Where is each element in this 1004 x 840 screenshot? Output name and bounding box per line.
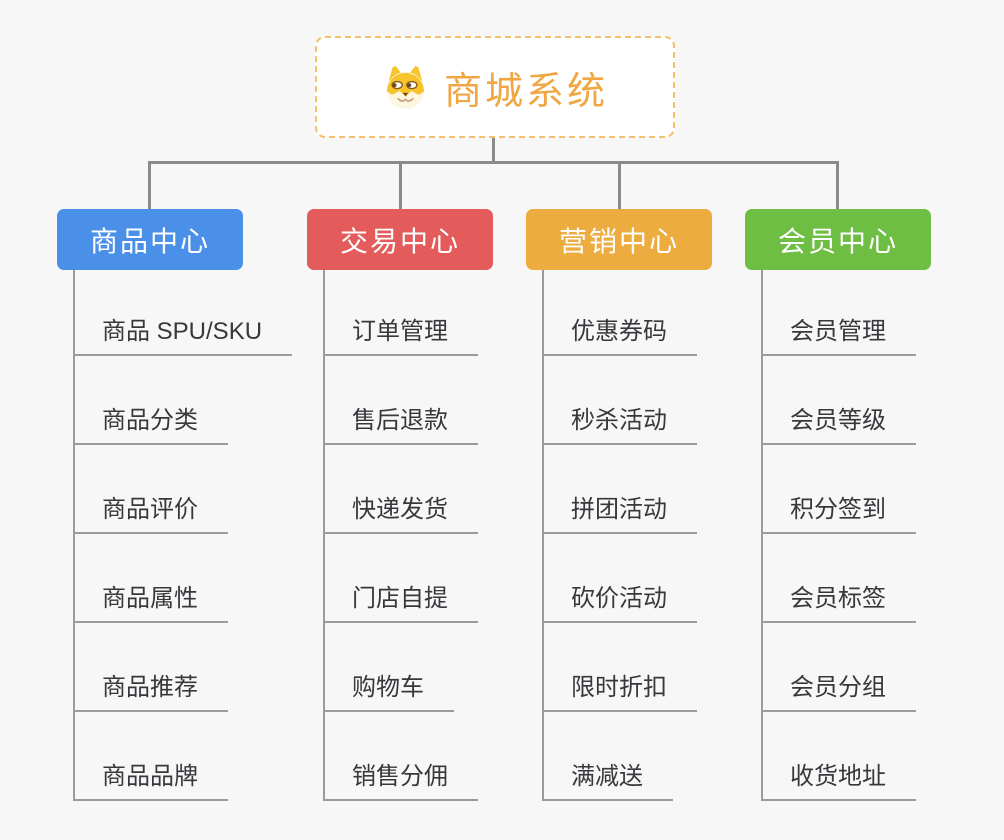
leaf-node[interactable]: 购物车: [323, 672, 454, 712]
branch-node-product[interactable]: 商品中心: [57, 209, 243, 270]
leaf-node[interactable]: 砍价活动: [542, 583, 697, 623]
leaf-node[interactable]: 商品分类: [73, 405, 228, 445]
leaf-node[interactable]: 满减送: [542, 761, 673, 801]
branch-column-member: 会员中心 会员管理会员等级积分签到会员标签会员分组收货地址: [745, 209, 995, 840]
leaf-node[interactable]: 商品品牌: [73, 761, 228, 801]
leaf-node[interactable]: 会员管理: [761, 316, 916, 356]
leaf-node[interactable]: 限时折扣: [542, 672, 697, 712]
leaf-node[interactable]: 商品评价: [73, 494, 228, 534]
leaf-node[interactable]: 会员标签: [761, 583, 916, 623]
branch-column-trade: 交易中心 订单管理售后退款快递发货门店自提购物车销售分佣: [307, 209, 557, 840]
branch-column-marketing: 营销中心 优惠券码秒杀活动拼团活动砍价活动限时折扣满减送: [526, 209, 776, 840]
leaf-node[interactable]: 商品推荐: [73, 672, 228, 712]
branch-line: [761, 270, 763, 801]
branch-line: [73, 270, 75, 801]
connector-root-stem: [492, 138, 495, 163]
leaf-node[interactable]: 收货地址: [761, 761, 916, 801]
branch-label: 交易中心: [339, 225, 460, 257]
root-title: 商城系统: [443, 70, 608, 113]
leaf-node[interactable]: 商品 SPU/SKU: [73, 316, 293, 356]
branch-node-trade[interactable]: 交易中心: [307, 209, 493, 270]
leaf-node[interactable]: 拼团活动: [542, 494, 697, 534]
branch-label: 会员中心: [777, 225, 898, 257]
branch-node-member[interactable]: 会员中心: [745, 209, 931, 270]
branch-column-product: 商品中心 商品 SPU/SKU 商品分类商品评价商品属性商品推荐商品品牌: [57, 209, 307, 840]
connector-horizontal-bar: [148, 161, 839, 164]
leaf-node[interactable]: 秒杀活动: [542, 405, 697, 445]
leaf-node[interactable]: 快递发货: [323, 494, 478, 534]
branch-label: 商品中心: [89, 225, 210, 257]
leaf-node[interactable]: 售后退款: [323, 405, 478, 445]
branch-label: 营销中心: [558, 225, 679, 257]
leaf-node[interactable]: 优惠券码: [542, 316, 697, 356]
leaf-node[interactable]: 销售分佣: [323, 761, 478, 801]
leaf-node[interactable]: 商品属性: [73, 583, 228, 623]
leaf-node[interactable]: 门店自提: [323, 583, 478, 623]
root-node[interactable]: 商城系统: [315, 36, 675, 138]
connector-drop: [148, 161, 151, 209]
connector-drop: [836, 161, 839, 209]
connector-drop: [399, 161, 402, 209]
leaf-node[interactable]: 订单管理: [323, 316, 478, 356]
branch-line: [323, 270, 325, 801]
leaf-node[interactable]: 积分签到: [761, 494, 916, 534]
branch-line: [542, 270, 544, 801]
branch-node-marketing[interactable]: 营销中心: [526, 209, 712, 270]
leaf-node[interactable]: 会员分组: [761, 672, 916, 712]
connector-drop: [618, 161, 621, 209]
leaf-node[interactable]: 会员等级: [761, 405, 916, 445]
doge-icon: [386, 65, 425, 109]
